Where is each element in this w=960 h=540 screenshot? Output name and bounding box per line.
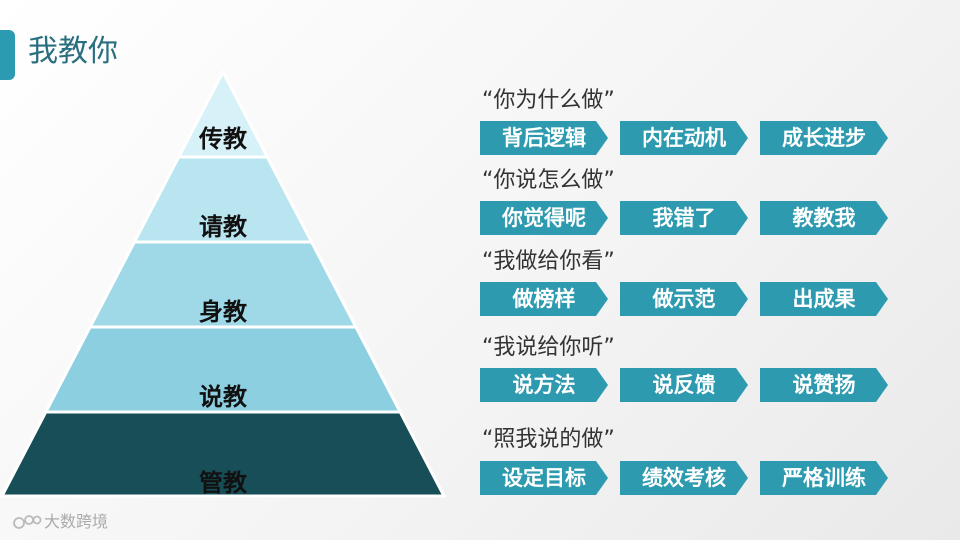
pyramid-tier-5 xyxy=(0,410,447,498)
tier-label-shenjiao: 身教 xyxy=(199,298,247,326)
chip-what-do-you-think: 你觉得呢 xyxy=(480,201,608,235)
logo-text: 大数跨境 xyxy=(44,512,109,531)
chip-motivation: 内在动机 xyxy=(620,121,748,155)
quote-tell: “我说给你听” xyxy=(482,335,615,360)
chip-method: 说方法 xyxy=(480,368,608,402)
quote-do-as-told: “照我说的做” xyxy=(482,427,615,452)
tier-label-chuanjiao: 传教 xyxy=(199,125,247,153)
chip-feedback: 说反馈 xyxy=(620,368,748,402)
tier-label-guanjiao: 管教 xyxy=(199,469,247,497)
chip-results: 出成果 xyxy=(760,282,888,316)
logo-mark-icon xyxy=(13,515,42,529)
chip-role-model: 做榜样 xyxy=(480,282,608,316)
chip-strict-training: 严格训练 xyxy=(760,461,888,495)
chip-i-was-wrong: 我错了 xyxy=(620,201,748,235)
quote-why: “你为什么做” xyxy=(482,88,615,113)
chip-logic: 背后逻辑 xyxy=(480,121,608,155)
chip-performance-review: 绩效考核 xyxy=(620,461,748,495)
chip-praise: 说赞扬 xyxy=(760,368,888,402)
chip-teach-me: 教教我 xyxy=(760,201,888,235)
title-accent-bar xyxy=(0,30,15,80)
page-title: 我教你 xyxy=(28,34,118,69)
chip-set-goals: 设定目标 xyxy=(480,461,608,495)
tier-label-qingjiao: 请教 xyxy=(199,213,247,241)
tier-label-shuojiao: 说教 xyxy=(199,383,247,411)
chip-demonstrate: 做示范 xyxy=(620,282,748,316)
pyramid-diagram xyxy=(0,68,447,498)
chip-growth: 成长进步 xyxy=(760,121,888,155)
quote-show: “我做给你看” xyxy=(482,249,615,274)
quote-how: “你说怎么做” xyxy=(482,168,615,193)
